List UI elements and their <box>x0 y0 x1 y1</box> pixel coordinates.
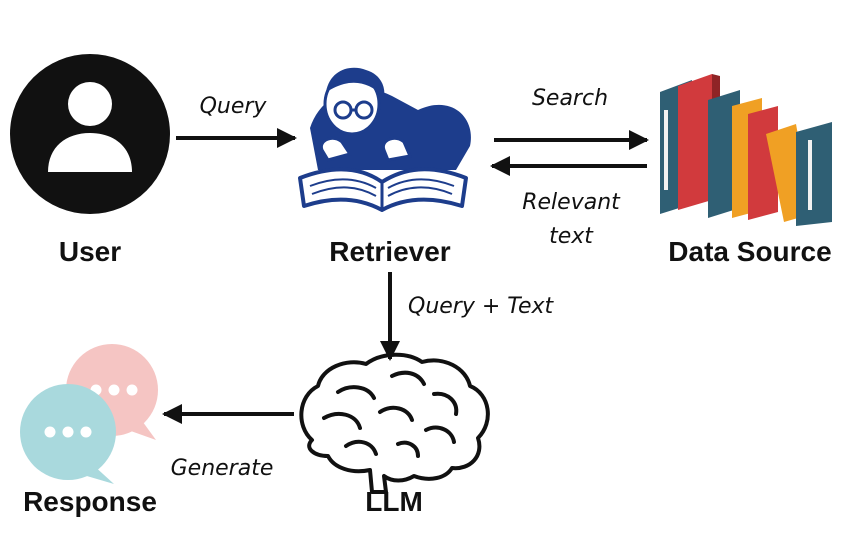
books-icon <box>660 74 832 226</box>
llm-label: LLM <box>365 486 423 517</box>
retriever-label: Retriever <box>329 236 451 267</box>
search-edge-label: Search <box>532 86 608 111</box>
user-avatar-icon <box>10 54 170 214</box>
generate-edge-label: Generate <box>171 456 274 481</box>
query-text-edge-label: Query + Text <box>408 294 555 319</box>
reading-scholar-icon <box>298 67 471 212</box>
user-label: User <box>59 236 121 267</box>
brain-icon <box>299 352 490 494</box>
chat-bubbles-icon <box>20 344 158 484</box>
response-label: Response <box>23 486 157 517</box>
text-edge-label: text <box>549 224 594 249</box>
relevant-edge-label: Relevant <box>522 190 621 215</box>
data-source-label: Data Source <box>668 236 831 267</box>
query-edge-label: Query <box>200 94 268 119</box>
